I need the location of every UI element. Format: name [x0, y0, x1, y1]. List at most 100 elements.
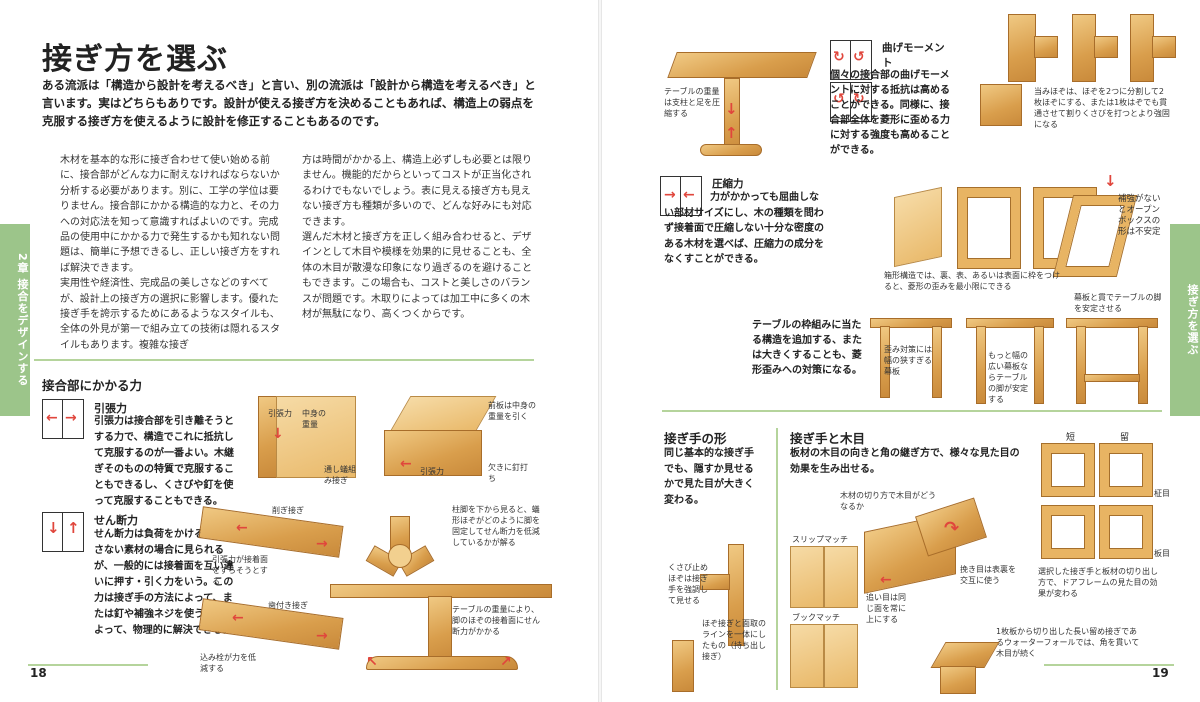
joint-shape-text: 同じ基本的な接ぎ手でも、隠すか見せるかで見た目が大きく変わる。 [664, 448, 754, 506]
section-divider-right [662, 410, 1162, 412]
right-arrow-icon: → [316, 536, 328, 552]
tension-title: 引張力 [94, 402, 127, 415]
wedged-tenon-label: くさび止めほぞは接ぎ手を強調して見せる [668, 563, 708, 605]
shear-title: せん断力 [94, 514, 138, 527]
tension-arrow-label: 引張力 [268, 409, 292, 418]
wide-rail-label: もっと幅の広い幕板ならテーブルの脚が安定する [988, 351, 1028, 404]
open-box-label: 補強がないとオープンボックスの形は不安定 [1118, 194, 1161, 237]
right-arrow-icon: → [316, 628, 328, 644]
left-arrow-icon: ← [236, 520, 248, 536]
table-1-top [870, 318, 952, 328]
door-frame-note: 選択した接ぎ手と板材の切り出し方で、ドアフレームの見た目の効果が変わる [1038, 567, 1158, 598]
shear-icon: ↓↑ [42, 512, 84, 552]
frame-fix-label: 箱形構造では、裏、表、あるいは表面に枠をつけると、菱形の歪みを最小限にできる [884, 271, 1060, 291]
chapter-tab: 2章 接合をデザインする [0, 224, 30, 416]
toothed-joint-label: 歯付き接ぎ [268, 601, 308, 610]
book-match-board-2 [824, 624, 858, 688]
drawer-front-illustration [384, 430, 482, 476]
mortise-post-2 [1072, 14, 1096, 82]
page-footer-line-right [1044, 664, 1174, 666]
section-divider [34, 359, 534, 361]
short-label: 短 [1066, 433, 1076, 443]
page-footer-line [28, 664, 148, 666]
lead-paragraph: ある流派は「構造から設計を考えるべき」と言い、別の流派は「設計から構造を考えるべ… [42, 78, 536, 128]
down-arrow-icon: ↓ [725, 100, 738, 118]
table-pedestal-illustration [428, 596, 452, 662]
trestle-table-top [667, 52, 817, 78]
grain-text: 板材の木目の向きと角の継ぎ方で、様々な見た目の効果を生み出せる。 [790, 448, 1020, 475]
table-foot-illustration [366, 656, 518, 670]
page-number-right: 19 [1152, 666, 1169, 680]
flat-grain-label: 板目 [1154, 549, 1170, 558]
bending-title: 曲げモーメント [882, 42, 945, 69]
drawer-top-illustration [389, 396, 497, 432]
section-tab: 接ぎ方を選ぶ [1170, 224, 1200, 416]
grain-title: 接ぎ手と木目 [790, 431, 866, 446]
table-weight-note: テーブルの重量により、脚のほぞの接着面にせん断力がかかる [452, 605, 540, 636]
table-2-leg [976, 326, 986, 404]
table-3-leg-2 [1138, 326, 1148, 404]
scarf-note: 引張力が接着面をずらそうとする [212, 555, 268, 586]
page-number-left: 18 [30, 666, 47, 680]
left-arrow-icon: ← [400, 456, 412, 472]
table-3-stretcher [1084, 374, 1140, 382]
up-arrow-icon: ↖ [366, 654, 378, 670]
flip-arrow-icon: ↷ [944, 518, 960, 539]
body-column-2: 方は時間がかかる上、構造上必ずしも必要とは限りません。機能的だからといってコスト… [302, 155, 532, 321]
bending-text: 個々の接合部の曲げモーメントに対する抵抗は高めることができる。同様に、接合部全体… [830, 70, 950, 156]
door-frame-2 [1100, 444, 1152, 496]
waterfall-note: 1枚板から切り出した長い留め接ぎであるウォーターフォールでは、角を貫いて木目が続… [996, 627, 1140, 658]
tension-label-2: 引張力 [420, 467, 444, 476]
mortise-post-1 [1008, 14, 1036, 82]
rail-support-label: 幕板と貫でテーブルの脚を安定させる [1074, 293, 1162, 313]
dovetail-label: 通し蟻組み接ぎ [324, 465, 356, 485]
page-title: 接ぎ方を選ぶ [42, 42, 228, 77]
bending-icon-2: ↺↻ [830, 82, 872, 122]
hidden-tenon-label: ほぞ接ぎと面取のラインを一体にしたもの（持ち出し接ぎ） [702, 619, 766, 661]
content-weight-label: 中身の重量 [302, 409, 326, 429]
door-frame-1 [1042, 444, 1094, 496]
book-match-label: ブックマッチ [792, 613, 840, 622]
compression-text: 力がかかっても屈曲しない部材サイズにし、木の種類を問わず接着面で圧縮しない十分な… [664, 192, 824, 265]
column-divider [776, 428, 778, 690]
table-compression-label: テーブルの重量は支柱と足を圧縮する [664, 87, 720, 118]
table-3-leg [1076, 326, 1086, 404]
drawer-inside-illustration [276, 396, 356, 478]
miter-label: 留 [1120, 433, 1130, 443]
mortise-note: 当みほぞは、ほぞを2つに分割して2枚ほぞにする、または1枚はぞでも貫通させて割り… [1034, 87, 1170, 129]
up-arrow-icon: ↑ [725, 124, 738, 142]
nail-label: 欠きに釘打ち [488, 463, 528, 483]
table-frame-text: テーブルの枠組みに当たる構造を追加する、または大きくすることも、菱形歪みへの対策… [752, 320, 862, 376]
wedged-tenon-rail [700, 574, 730, 590]
waterfall-top [930, 642, 1000, 668]
door-frame-3 [1042, 506, 1094, 558]
book-gutter [598, 0, 602, 702]
open-box-illustration [894, 186, 942, 268]
front-board-label: 前板は中身の重量を引く [488, 401, 536, 421]
waterfall-side [940, 666, 976, 694]
section-heading: 接合部にかかる力 [42, 378, 143, 393]
down-arrow-icon: ↓ [1104, 172, 1117, 190]
wedged-tenon-post [728, 544, 744, 646]
slip-match-board-1 [790, 546, 824, 608]
same-face-label: 追い目は同じ面を常に上にする [866, 593, 906, 624]
compression-title: 圧縮力 [712, 178, 744, 190]
mortise-tenon-2 [1094, 36, 1118, 58]
up-arrow-icon: ↗ [500, 654, 512, 670]
body-column-1: 木材を基本的な形に接ぎ合わせて使い始める前に、接合部がどんな力に耐えなければなら… [60, 155, 280, 351]
narrow-rail-label: 歪み対策には幅の狭すぎる幕板 [884, 345, 932, 376]
hidden-tenon-post [672, 640, 694, 692]
compression-icon: →← [660, 176, 702, 216]
left-arrow-icon: ← [880, 572, 892, 588]
shear-text: せん断力は負荷をかけるのに適さない素材の場合に見られるが、一般的には接着面を互い… [94, 529, 234, 636]
alternate-label: 挽き目は表裏を交互に使う [960, 565, 1016, 585]
left-arrow-icon: ← [232, 610, 244, 626]
book-match-board-1 [790, 624, 824, 688]
scarf-joint-label: 削ぎ接ぎ [272, 506, 304, 515]
tension-text: 引張力は接合部を引き離そうとする力で、構造でこれに抵抗して克服するのが一番よい。… [94, 416, 234, 507]
toothed-note: 込み栓が力を低減する [200, 653, 256, 673]
square-frame [958, 188, 1020, 268]
trestle-table-foot [700, 144, 762, 156]
table-1-leg [880, 326, 890, 398]
table-2-leg-2 [1034, 326, 1044, 404]
